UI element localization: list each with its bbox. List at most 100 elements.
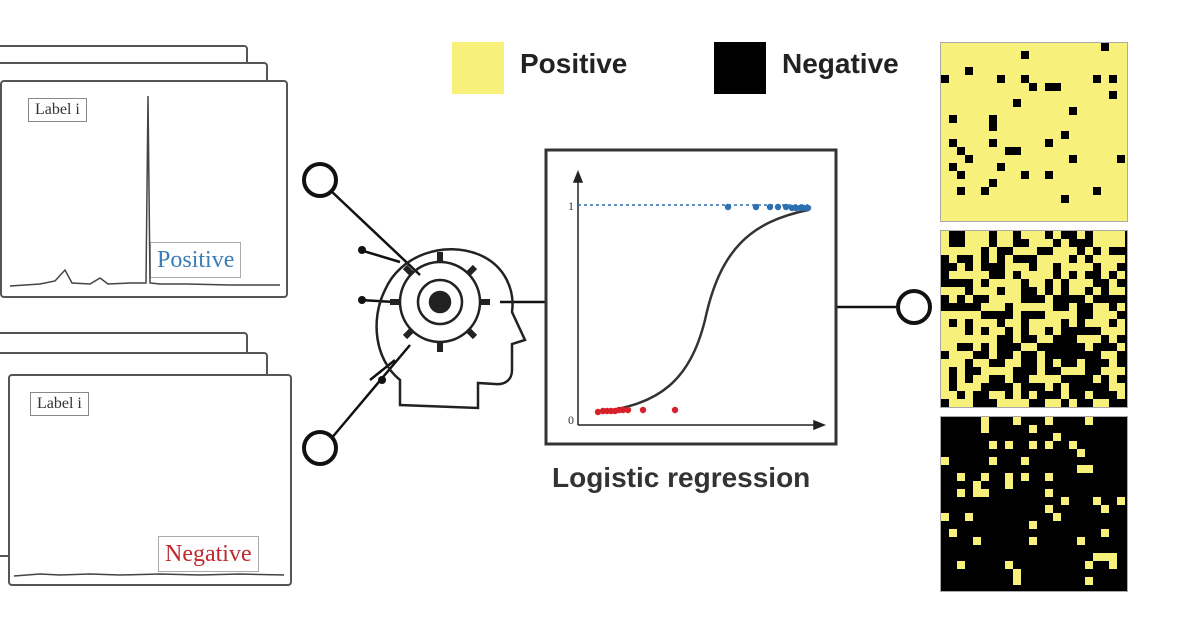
map-pixel (1045, 271, 1053, 279)
map-pixel (1101, 43, 1109, 51)
map-pixel (965, 399, 973, 407)
map-pixel (997, 327, 1005, 335)
map-pixel (965, 295, 973, 303)
map-pixel (1013, 327, 1021, 335)
map-pixel (957, 287, 965, 295)
map-pixel (1021, 51, 1029, 59)
map-pixel (1101, 271, 1109, 279)
map-pixel (973, 537, 981, 545)
map-pixel (1101, 367, 1109, 375)
map-pixel (1101, 247, 1109, 255)
map-pixel (1037, 351, 1045, 359)
map-pixel (989, 319, 997, 327)
map-pixel (1029, 327, 1037, 335)
map-pixel (1061, 383, 1069, 391)
map-pixel (1085, 263, 1093, 271)
map-pixel (1029, 441, 1037, 449)
map-pixel (1069, 367, 1077, 375)
map-pixel (1013, 99, 1021, 107)
map-pixel (1061, 255, 1069, 263)
map-pixel (1029, 247, 1037, 255)
map-pixel (965, 231, 973, 239)
map-pixel (1045, 295, 1053, 303)
map-pixel (1013, 335, 1021, 343)
map-pixel (941, 239, 949, 247)
map-pixel (1045, 489, 1053, 497)
map-pixel (973, 359, 981, 367)
map-pixel (1021, 263, 1029, 271)
map-pixel (989, 139, 997, 147)
map-pixel (989, 115, 997, 123)
map-pixel (1029, 375, 1037, 383)
map-pixel (1021, 271, 1029, 279)
map-pixel (981, 375, 989, 383)
spectrum-trace-negative (13, 573, 285, 577)
map-pixel (973, 335, 981, 343)
map-pixel (1061, 311, 1069, 319)
scatter-high-point (752, 203, 760, 211)
map-pixel (1069, 263, 1077, 271)
map-pixel (957, 311, 965, 319)
map-pixel (1013, 279, 1021, 287)
map-pixel (1061, 239, 1069, 247)
map-pixel (1109, 91, 1117, 99)
map-pixel (997, 239, 1005, 247)
map-pixel (1053, 255, 1061, 263)
map-pixel (1093, 319, 1101, 327)
map-pixel (1037, 319, 1045, 327)
connector-dot (358, 296, 366, 304)
map-pixel (957, 319, 965, 327)
map-pixel (1085, 335, 1093, 343)
connector-dot (358, 246, 366, 254)
map-pixel (1085, 343, 1093, 351)
map-pixel (965, 247, 973, 255)
map-pixel (1037, 335, 1045, 343)
map-pixel (1005, 399, 1013, 407)
map-pixel (957, 561, 965, 569)
map-pixel (1117, 383, 1125, 391)
map-pixel (1069, 319, 1077, 327)
map-pixel (1093, 303, 1101, 311)
map-pixel (1013, 417, 1021, 425)
map-pixel (981, 417, 989, 425)
map-pixel (1053, 231, 1061, 239)
map-pixel (1029, 425, 1037, 433)
map-pixel (957, 147, 965, 155)
map-pixel (973, 481, 981, 489)
y-tick-0: 0 (568, 413, 574, 427)
scatter-low-point (671, 406, 679, 414)
map-pixel (941, 75, 949, 83)
map-pixel (1013, 359, 1021, 367)
map-pixel (1053, 433, 1061, 441)
map-pixel (1077, 287, 1085, 295)
map-pixel (1109, 287, 1117, 295)
map-pixel (1045, 441, 1053, 449)
map-pixel (965, 271, 973, 279)
map-pixel (989, 255, 997, 263)
map-pixel (989, 123, 997, 131)
map-pixel (1013, 577, 1021, 585)
map-pixel (949, 327, 957, 335)
map-pixel (941, 231, 949, 239)
map-pixel (989, 343, 997, 351)
map-pixel (1109, 263, 1117, 271)
spectrum-trace-positive (9, 95, 280, 287)
classification-map-mixed (940, 230, 1128, 408)
map-pixel (1109, 351, 1117, 359)
map-pixel (1045, 311, 1053, 319)
map-pixel (1077, 449, 1085, 457)
map-pixel (1029, 391, 1037, 399)
scatter-points-class-1 (724, 203, 812, 212)
map-pixel (997, 391, 1005, 399)
map-pixel (1093, 75, 1101, 83)
map-pixel (997, 295, 1005, 303)
map-pixel (1061, 391, 1069, 399)
map-pixel (1021, 399, 1029, 407)
map-pixel (949, 247, 957, 255)
map-pixel (1021, 231, 1029, 239)
map-pixel (957, 263, 965, 271)
map-pixel (1005, 473, 1013, 481)
map-pixel (941, 383, 949, 391)
map-pixel (949, 139, 957, 147)
